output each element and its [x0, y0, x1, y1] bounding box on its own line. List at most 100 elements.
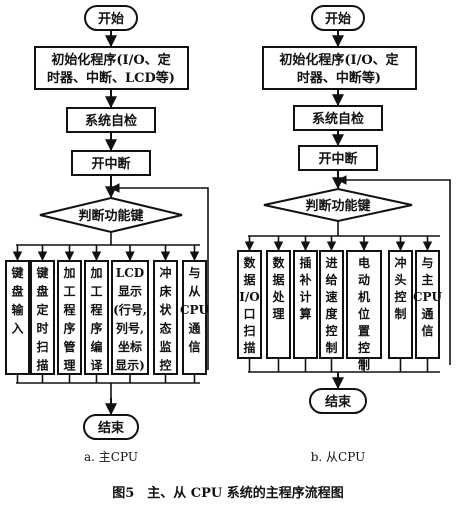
- master-module-text: 加: [62, 265, 75, 280]
- master-self-check-label: 系统自检: [85, 113, 137, 129]
- slave-end-label: 结束: [325, 394, 352, 410]
- master-module-box: [111, 260, 149, 375]
- slave-module-text: 据: [243, 272, 255, 287]
- slave-module-text: 冲: [394, 255, 406, 270]
- slave-module-text: 口: [243, 307, 255, 321]
- slave-loop-back: [337, 175, 451, 365]
- figure-caption: 图5 主、从 CPU 系统的主程序流程图: [112, 485, 344, 501]
- slave-interrupt-box: [298, 145, 378, 171]
- slave-flowchart: 开始 初始化程序(I/O、定 时器、中断等) 系统自检 开中断 判断功能键 数据…: [237, 5, 451, 464]
- master-module-text: 程: [90, 302, 102, 317]
- slave-module-text: 补: [298, 272, 311, 287]
- slave-module-text: 信: [421, 323, 433, 338]
- master-interrupt-box: [71, 150, 151, 176]
- master-module-text: 工: [63, 285, 75, 299]
- master-module-text: 冲: [159, 265, 171, 280]
- slave-module-text: 给: [325, 272, 337, 287]
- slave-module-text: 据: [272, 272, 284, 287]
- slave-module-text: 机: [358, 289, 370, 304]
- slave-init-line2: 时器、中断等): [297, 70, 381, 86]
- master-module-text: CPU: [180, 303, 210, 317]
- slave-module-text: 扫: [243, 323, 255, 338]
- master-end-terminal: [83, 414, 139, 440]
- master-module-text: 序: [63, 321, 75, 336]
- master-module-text: 显示): [115, 359, 145, 373]
- master-module-text: 输: [11, 302, 24, 317]
- master-module-text: 键: [35, 265, 48, 280]
- master-module-text: 盘: [11, 284, 23, 299]
- master-interrupt-label: 开中断: [91, 156, 130, 172]
- master-module-text: LCD: [116, 266, 144, 280]
- slave-module-text: 描: [243, 340, 255, 355]
- slave-module-text: 处: [271, 289, 285, 304]
- slave-module-text: 制: [394, 306, 406, 321]
- master-loop-back: [110, 183, 209, 370]
- master-init-line1: 初始化程序(I/O、定: [51, 52, 170, 68]
- slave-module-text: 进: [325, 255, 337, 270]
- slave-module-text: 控: [358, 340, 370, 355]
- slave-module-text: 电: [358, 255, 370, 270]
- slave-module-text: I/O: [239, 290, 259, 304]
- slave-end-terminal: [309, 388, 367, 414]
- master-module-text: 与: [188, 266, 200, 280]
- slave-self-check-box: [293, 105, 383, 131]
- slave-init-line1: 初始化程序(I/O、定: [279, 52, 398, 68]
- slave-module-text: 通: [421, 306, 433, 321]
- slave-module-text: 插: [299, 255, 311, 270]
- master-module-text: 控: [159, 358, 171, 373]
- slave-module-text: 动: [358, 273, 370, 287]
- master-module-text: 工: [90, 285, 102, 299]
- slave-interrupt-label: 开中断: [318, 151, 357, 167]
- slave-module-text: CPU: [413, 290, 443, 304]
- master-module-text: 序: [90, 321, 102, 336]
- master-module-text: 译: [90, 359, 103, 373]
- master-flowchart: 开始 初始化程序(I/O、定 时器、中断、LCD等) 系统自检 开中断 判断功能…: [5, 5, 210, 464]
- slave-init-box: [262, 46, 417, 90]
- slave-module-text: 数: [272, 255, 285, 270]
- master-module-text: 态: [159, 321, 171, 336]
- master-module-text: 床: [159, 284, 172, 299]
- master-module-text: 状: [159, 302, 172, 317]
- master-module-text: 入: [11, 322, 23, 336]
- slave-self-check-label: 系统自检: [312, 111, 364, 127]
- slave-module-text: 速: [325, 289, 337, 304]
- slave-module-text: 位: [358, 306, 370, 321]
- master-module-text: 列号,: [116, 321, 144, 336]
- master-caption: a. 主CPU: [84, 450, 138, 464]
- slave-module-text: 置: [358, 324, 370, 338]
- slave-module-text: 数: [243, 255, 256, 270]
- slave-module-text: 理: [272, 307, 284, 321]
- master-module-text: 理: [63, 359, 75, 373]
- slave-start-label: 开始: [325, 11, 351, 27]
- slave-module-text: 控: [394, 289, 406, 304]
- slave-module-text: 算: [299, 306, 311, 321]
- master-module-text: 信: [188, 339, 200, 354]
- slave-decision-label: 判断功能键: [305, 198, 370, 214]
- slave-module-text: 制: [325, 340, 337, 355]
- slave-module-text: 控: [325, 323, 337, 338]
- slave-caption: b. 从CPU: [311, 450, 365, 464]
- master-module-text: 坐标: [118, 339, 142, 354]
- master-module-text: 通: [188, 321, 200, 336]
- master-module-text: 盘: [36, 284, 48, 299]
- master-start-label: 开始: [98, 11, 124, 27]
- master-end-label: 结束: [98, 420, 125, 436]
- master-modules: 键盘输入键盘定时扫描加工程序管理加工程序编译LCD显示(行号,列号,坐标显示)冲…: [5, 245, 210, 383]
- master-module-text: 时: [36, 321, 48, 336]
- master-module-text: 定: [36, 302, 48, 317]
- master-module-text: 显示: [118, 285, 142, 299]
- master-module-text: 加: [89, 265, 102, 280]
- master-module-text: 键: [10, 265, 23, 280]
- master-module-text: (行号,: [113, 302, 147, 317]
- master-module-text: 扫: [36, 339, 48, 354]
- slave-module-text: 头: [394, 272, 406, 287]
- slave-module-text: 主: [421, 272, 433, 287]
- master-module-text: 程: [63, 302, 75, 317]
- slave-module-text: 与: [421, 256, 433, 270]
- master-init-box: [34, 46, 189, 90]
- master-module-text: 监: [159, 339, 171, 354]
- master-module-text: 编: [89, 339, 102, 354]
